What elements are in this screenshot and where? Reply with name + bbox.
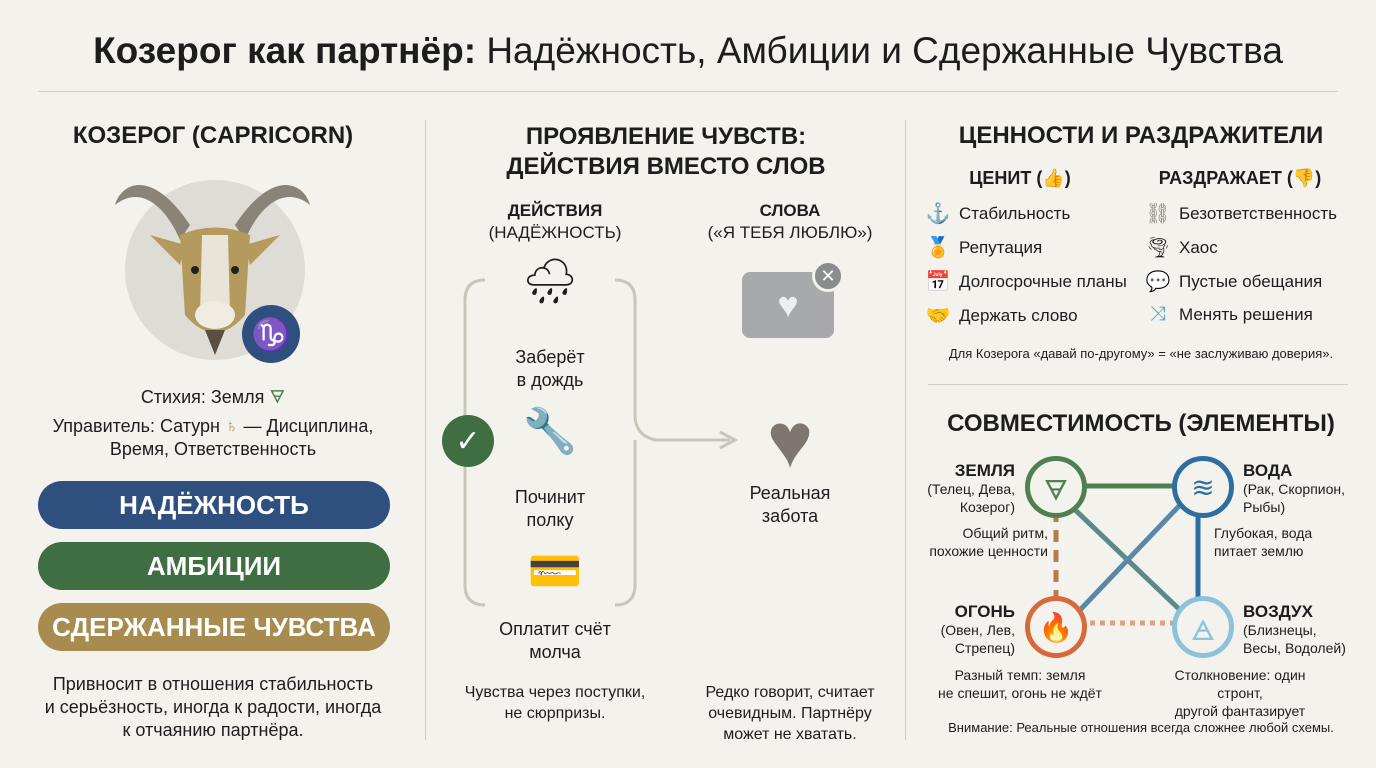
calendar-icon: 📅 xyxy=(925,271,951,293)
medal-icon: 🏅 xyxy=(925,237,951,259)
like-item: 🤝Держать слово xyxy=(925,305,1078,327)
handshake-icon: 🤝 xyxy=(925,305,951,327)
actions-title: ДЕЙСТВИЯ(НАДЁЖНОСТЬ) xyxy=(488,201,622,242)
fire-element-icon: 🔥 xyxy=(1025,596,1087,658)
saturn-icon: ♄ xyxy=(225,416,239,436)
fire-label: ОГОНЬ(Овен, Лев,Стрепец) xyxy=(940,602,1015,657)
divider xyxy=(38,91,1338,92)
trait-pill: АМБИЦИИ xyxy=(38,542,390,590)
compat-lines xyxy=(1053,483,1201,626)
car-in-rain-icon: 🌧 xyxy=(522,257,578,306)
like-item: 🏅Репутация xyxy=(925,237,1043,259)
water-element-icon: ≋ xyxy=(1172,456,1234,518)
values-heading: ЦЕННОСТИ И РАЗДРАЖИТЕЛИ xyxy=(958,122,1324,149)
dislike-item: 💬Пустые обещания xyxy=(1145,271,1323,293)
air-note: Столкновение: один стронт,другой фантази… xyxy=(1174,667,1306,719)
actions-note: Чувства через поступки,не сюрпризы. xyxy=(464,684,646,722)
compat-heading: СОВМЕСТИМОСТЬ (ЭЛЕМЕНТЫ) xyxy=(947,410,1335,437)
cross-icon: ✕ xyxy=(812,260,844,292)
broken-chain-icon: ⛓ xyxy=(1145,203,1171,225)
wrench-icon: 🔧 xyxy=(522,407,578,456)
air-element-icon: 🜁 xyxy=(1172,596,1234,658)
speech-bubble-icon: 💬 xyxy=(1145,271,1171,293)
credit-card-icon: 💳 xyxy=(527,547,583,596)
feelings-heading: ПРОЯВЛЕНИЕ ЧУВСТВ:ДЕЙСТВИЯ ВМЕСТО СЛОВ xyxy=(506,123,826,180)
page-title: Козерог как партнёр: Надёжность, Амбиции… xyxy=(93,30,1283,71)
divider xyxy=(905,120,906,740)
element-line: Стихия: Земля 🜃 xyxy=(140,387,286,407)
compat-warning: Внимание: Реальные отношения всегда слож… xyxy=(948,720,1334,735)
tornado-icon: 🌪 xyxy=(1145,237,1171,259)
water-label: ВОДА(Рак, Скорпион,Рыбы) xyxy=(1243,461,1345,516)
trait-pill: СДЕРЖАННЫЕ ЧУВСТВА xyxy=(38,603,390,651)
words-title: СЛОВА(«Я ТЕБЯ ЛЮБЛЮ») xyxy=(707,201,873,242)
check-icon: ✓ xyxy=(442,415,494,467)
air-label: ВОЗДУХ(Близнецы,Весы, Водолей) xyxy=(1243,602,1346,657)
earth-note: Общий ритм,похожие ценности xyxy=(929,525,1048,559)
divider xyxy=(425,120,426,740)
earth-label: ЗЕМЛЯ(Телец, Дева,Козерог) xyxy=(927,461,1015,516)
earth-element-icon: 🜃 xyxy=(1025,456,1087,518)
sign-heading: КОЗЕРОГ (CAPRICORN) xyxy=(72,122,354,149)
dislike-item: ⛓Безответственность xyxy=(1145,203,1337,225)
dislike-item: 🌪Хаос xyxy=(1145,237,1218,259)
divider xyxy=(928,384,1348,385)
like-item: 📅Долгосрочные планы xyxy=(925,271,1127,293)
anchor-icon: ⚓ xyxy=(925,203,951,225)
shuffle-icon: ⤨ xyxy=(1150,303,1166,325)
earth-icon: 🜃 xyxy=(269,387,286,407)
like-item: ⚓Стабильность xyxy=(925,203,1071,225)
dislikes-title: РАЗДРАЖАЕТ (👎) xyxy=(1158,168,1322,188)
values-note: Для Козерога «давай по-другому» = «не за… xyxy=(948,346,1334,361)
capricorn-glyph-icon: ♑ xyxy=(242,305,300,363)
dislike-item: ⤨Менять решения xyxy=(1145,303,1313,326)
likes-title: ЦЕНИТ (👍) xyxy=(969,168,1071,188)
heart-icon: ♥ xyxy=(766,396,814,484)
ruler-line: Управитель: Сатурн ♄ — Дисциплина,Время,… xyxy=(52,416,374,459)
trait-pill: НАДЁЖНОСТЬ xyxy=(38,481,390,529)
